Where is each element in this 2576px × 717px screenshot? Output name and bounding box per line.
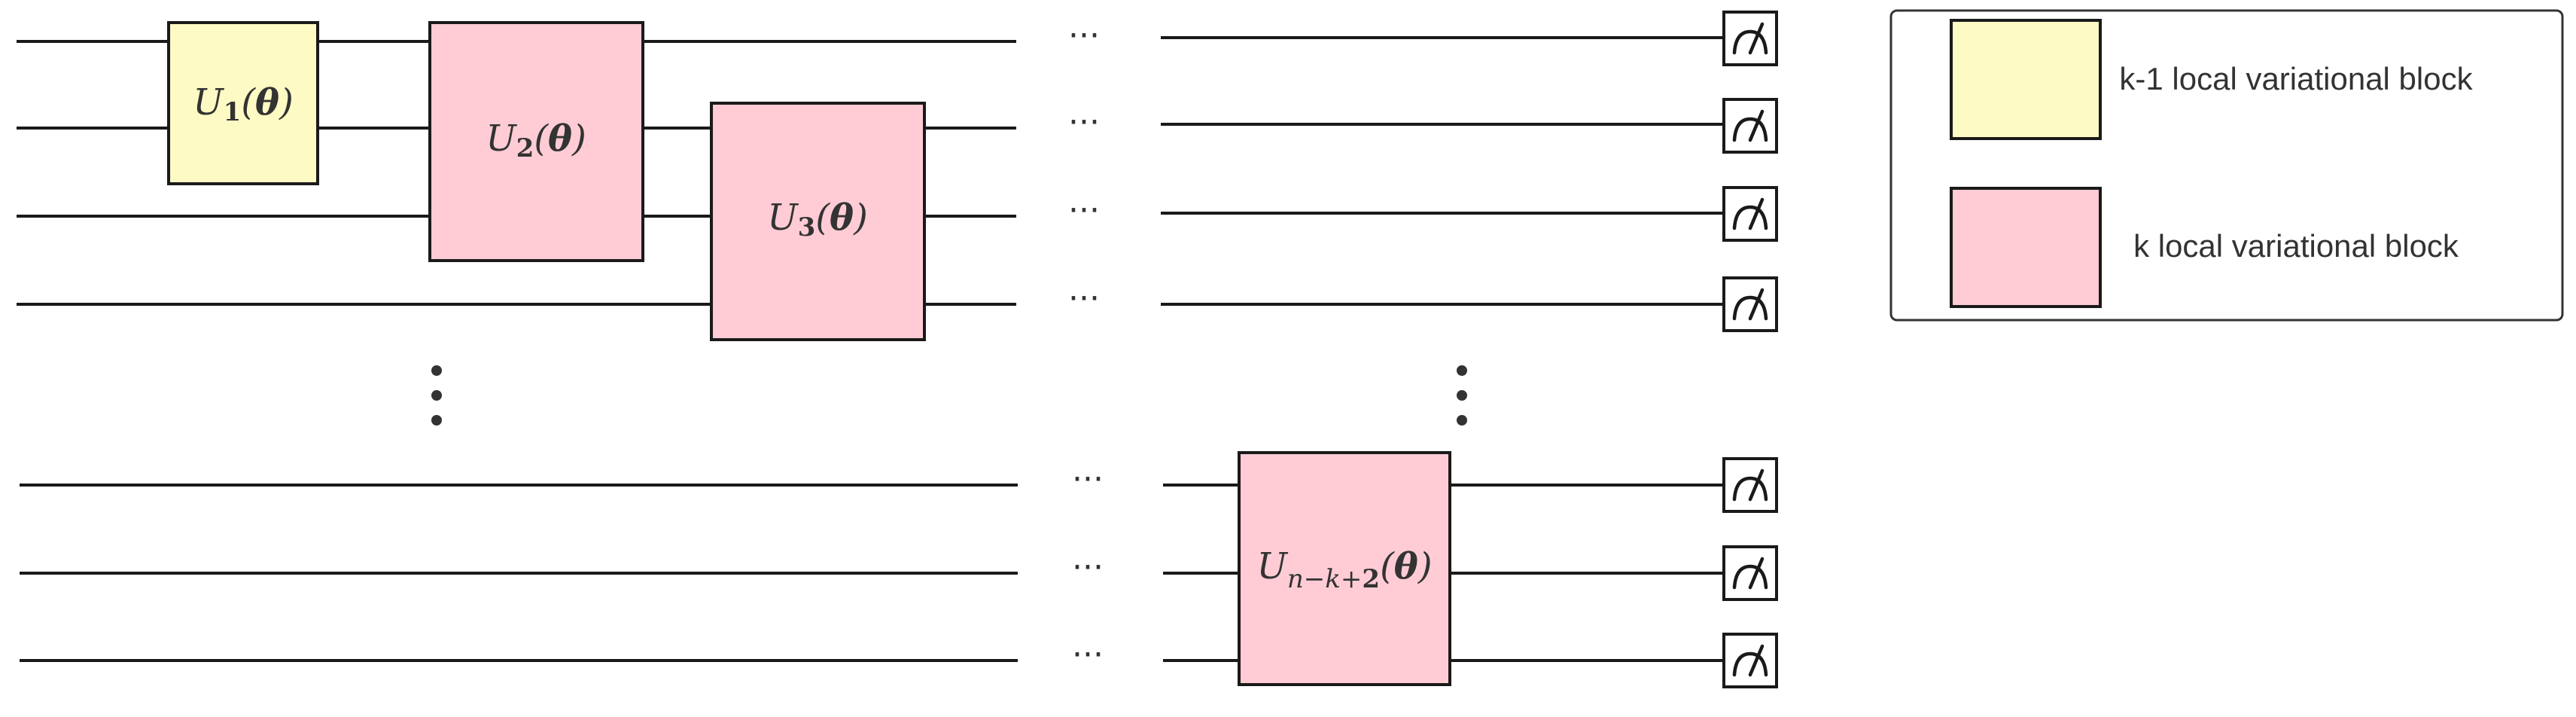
- measurement-meter-icon: [1722, 186, 1778, 242]
- wire-ellipsis-3: ···: [1068, 191, 1100, 230]
- gate-u1: U1(θ): [167, 21, 319, 185]
- wire-ellipsis-2: ···: [1068, 103, 1100, 142]
- wire-ellipsis-1: ···: [1068, 17, 1100, 55]
- legend-swatch-k: [1950, 187, 2102, 308]
- gate-u-n-k-plus-2: Un−k+2(θ): [1238, 451, 1451, 686]
- measurement-meter-icon: [1722, 633, 1778, 688]
- measurement-meter-icon: [1722, 11, 1778, 66]
- wire-ellipsis-6: ···: [1072, 548, 1104, 587]
- measurement-meter-icon: [1722, 545, 1778, 601]
- gate-u1-label: U1(θ): [193, 81, 294, 127]
- legend-label-k: k local variational block: [2133, 228, 2459, 264]
- gate-u2-label: U2(θ): [486, 117, 586, 163]
- wire-ellipsis-5: ···: [1072, 460, 1104, 499]
- gate-u3: U3(θ): [710, 102, 926, 341]
- legend-swatch-k-minus-1: [1950, 19, 2102, 140]
- measurement-meter-icon: [1722, 457, 1778, 513]
- gate-u2: U2(θ): [428, 21, 644, 262]
- wire-ellipsis-7: ···: [1072, 636, 1104, 674]
- legend: k-1 local variational block k local vari…: [1889, 9, 2564, 322]
- vertical-ellipsis-right: [1457, 365, 1467, 426]
- gate-u-n-k-plus-2-label: Un−k+2(θ): [1256, 545, 1432, 594]
- gate-u3-label: U3(θ): [767, 197, 868, 243]
- wire-ellipsis-4: ···: [1068, 279, 1100, 318]
- vertical-ellipsis-left: [431, 365, 442, 426]
- legend-label-k-minus-1: k-1 local variational block: [2119, 61, 2473, 96]
- measurement-meter-icon: [1722, 98, 1778, 154]
- measurement-meter-icon: [1722, 276, 1778, 332]
